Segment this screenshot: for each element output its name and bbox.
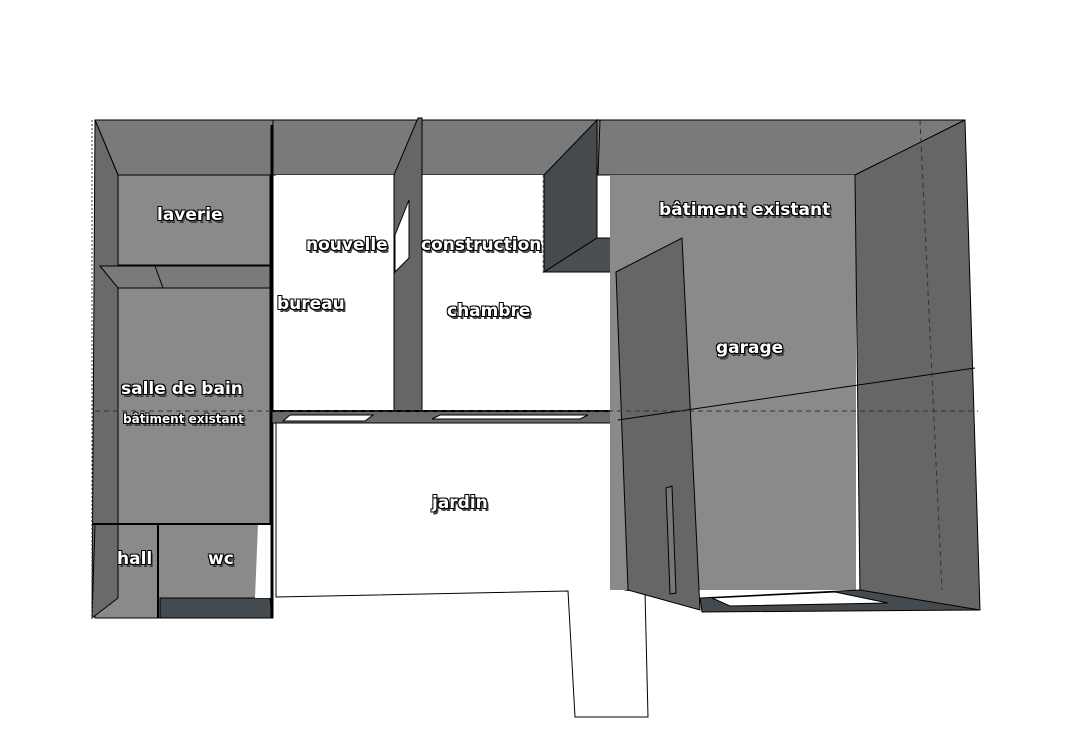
left-wing bbox=[91, 119, 274, 620]
label-nouvelle: nouvelle bbox=[306, 235, 388, 255]
new-construction bbox=[271, 117, 692, 424]
label-construction: construction bbox=[421, 235, 542, 255]
label-bureau: bureau bbox=[277, 294, 345, 314]
label-laverie: laverie bbox=[157, 205, 223, 225]
right-wing bbox=[91, 119, 981, 618]
label-chambre: chambre bbox=[447, 301, 531, 321]
label-hall: hall bbox=[117, 549, 153, 569]
label-jardin: jardin bbox=[432, 493, 488, 513]
garden-path-outline bbox=[275, 419, 649, 718]
label-batiment-existant-left: bâtiment existant bbox=[123, 412, 244, 426]
label-batiment-existant-right: bâtiment existant bbox=[659, 200, 831, 220]
label-garage: garage bbox=[716, 338, 784, 358]
label-salle-de-bain: salle de bain bbox=[121, 379, 243, 399]
label-wc: wc bbox=[208, 549, 234, 569]
